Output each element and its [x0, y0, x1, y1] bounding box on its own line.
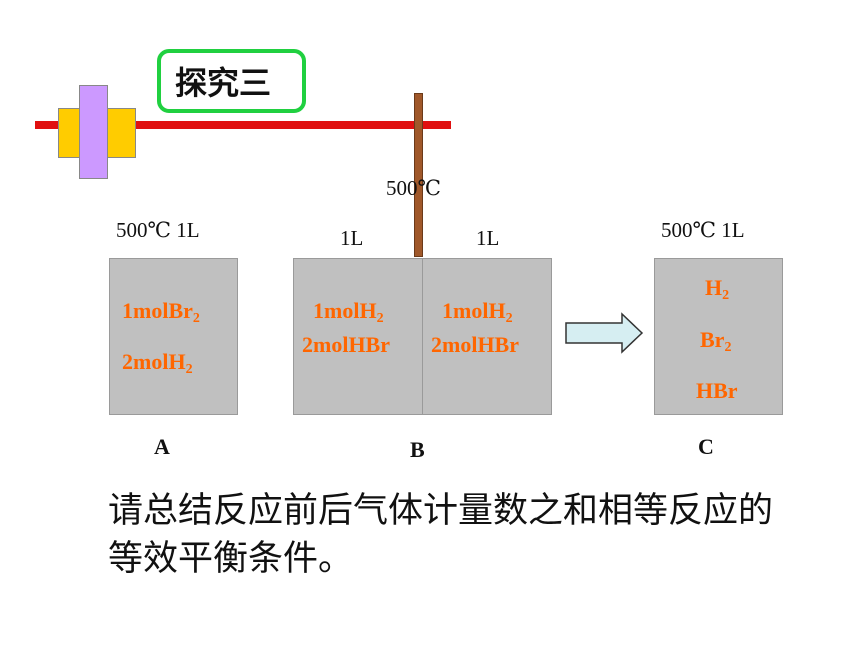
container-c-line3: HBr — [696, 378, 738, 403]
container-a-label: 500℃ 1L — [116, 218, 200, 242]
title-text: 探究三 — [175, 64, 272, 102]
container-b-right-label: 1L — [476, 226, 500, 250]
container-c-line2: Br2 — [700, 327, 732, 355]
letter-b: B — [410, 437, 425, 462]
container-b-left: 1molH2 2molHBr — [293, 258, 423, 415]
red-rod — [35, 121, 451, 129]
container-b-right-line2: 2molHBr — [431, 332, 519, 357]
container-a: 1molBr2 2molH2 — [109, 258, 238, 415]
container-c-line1: H2 — [705, 275, 730, 303]
top-temp-label: 500℃ — [386, 176, 441, 200]
letter-a: A — [154, 434, 170, 459]
container-b-right-line1: 1molH2 — [442, 298, 513, 326]
letter-c: C — [698, 434, 714, 459]
right-arrow-icon — [565, 312, 644, 354]
container-c: H2 Br2 HBr — [654, 258, 783, 415]
container-b-left-line2: 2molHBr — [302, 332, 390, 357]
container-a-line1: 1molBr2 — [122, 298, 200, 326]
purple-block — [79, 85, 108, 179]
container-a-line2: 2molH2 — [122, 349, 193, 377]
container-b-left-line1: 1molH2 — [313, 298, 384, 326]
summary-text: 请总结反应前后气体计量数之和相等反应的等效平衡条件。 — [108, 491, 774, 579]
title-box: 探究三 — [157, 49, 306, 113]
container-b-right: 1molH2 2molHBr — [422, 258, 552, 415]
container-c-label: 500℃ 1L — [661, 218, 745, 242]
container-b-left-label: 1L — [340, 226, 364, 250]
partition-rod — [414, 93, 423, 257]
